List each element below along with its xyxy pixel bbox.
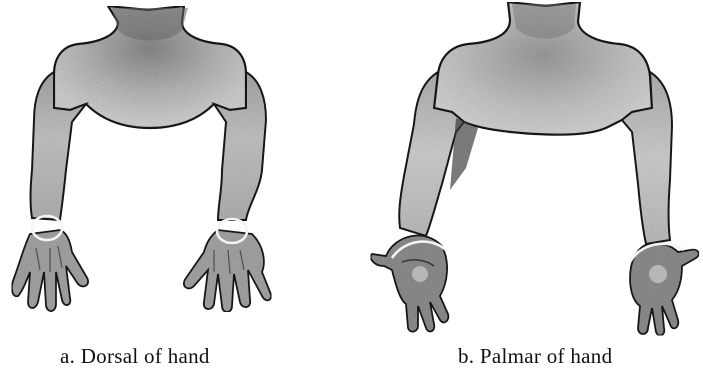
right-hand xyxy=(630,243,699,335)
palmar-hand-figure xyxy=(370,0,703,340)
body-silhouette xyxy=(371,2,699,335)
caption-dorsal: a. Dorsal of hand xyxy=(60,344,210,369)
caption-palmar: b. Palmar of hand xyxy=(458,344,612,369)
left-hand xyxy=(371,235,449,331)
left-hand xyxy=(12,230,88,311)
body-silhouette xyxy=(12,6,271,312)
dorsal-hand-figure xyxy=(0,0,300,340)
